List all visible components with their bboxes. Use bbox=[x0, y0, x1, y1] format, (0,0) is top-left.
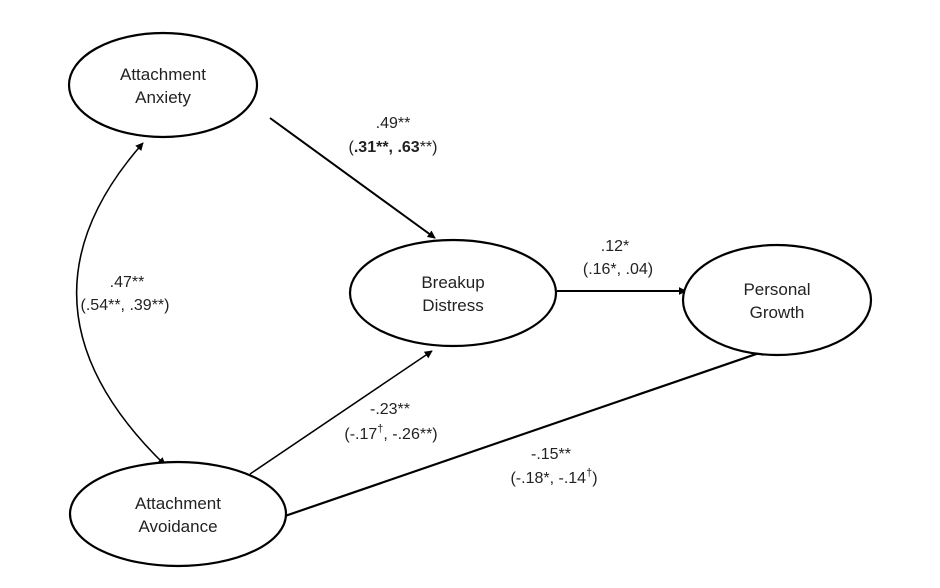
node-label: Anxiety bbox=[135, 88, 191, 107]
node-label: Attachment bbox=[120, 65, 206, 84]
node-label: Avoidance bbox=[138, 517, 217, 536]
coef-anxiety-avoidance: .47** (.54**, .39**) bbox=[81, 274, 170, 314]
coef-main: .49** bbox=[376, 115, 411, 132]
node-breakup-distress: Breakup Distress bbox=[348, 238, 558, 348]
node-label: Breakup bbox=[421, 273, 484, 292]
coef-avoidance-distress: -.23** (-.17†, -.26**) bbox=[344, 401, 437, 443]
coef-range: (.16*, .04) bbox=[583, 261, 653, 278]
coef-range: (.31**, .63**) bbox=[349, 139, 438, 156]
coef-range: (-.17†, -.26**) bbox=[344, 423, 437, 443]
node-label: Personal bbox=[743, 280, 810, 299]
node-label: Distress bbox=[422, 296, 483, 315]
node-attachment-anxiety: Attachment Anxiety bbox=[67, 31, 259, 139]
coef-distress-growth: .12* (.16*, .04) bbox=[583, 238, 653, 278]
coef-main: .12* bbox=[601, 238, 629, 255]
coef-main: -.15** bbox=[531, 446, 571, 463]
node-label: Growth bbox=[750, 303, 805, 322]
edge-avoidance-distress bbox=[249, 350, 433, 475]
coef-main: .47** bbox=[110, 274, 145, 291]
edge-anxiety-avoidance bbox=[75, 142, 166, 466]
node-personal-growth: Personal Growth bbox=[681, 243, 873, 357]
node-label: Attachment bbox=[135, 494, 221, 513]
edge-anxiety-distress bbox=[269, 117, 436, 239]
coef-avoidance-growth: -.15** (-.18*, -.14†) bbox=[510, 446, 597, 487]
coef-range: (-.18*, -.14†) bbox=[510, 467, 597, 487]
coef-main: -.23** bbox=[370, 401, 410, 418]
edge-avoidance-growth bbox=[284, 348, 769, 518]
coef-range: (.54**, .39**) bbox=[81, 297, 170, 314]
coef-anxiety-distress: .49** (.31**, .63**) bbox=[349, 115, 438, 156]
node-attachment-avoidance: Attachment Avoidance bbox=[68, 460, 288, 568]
